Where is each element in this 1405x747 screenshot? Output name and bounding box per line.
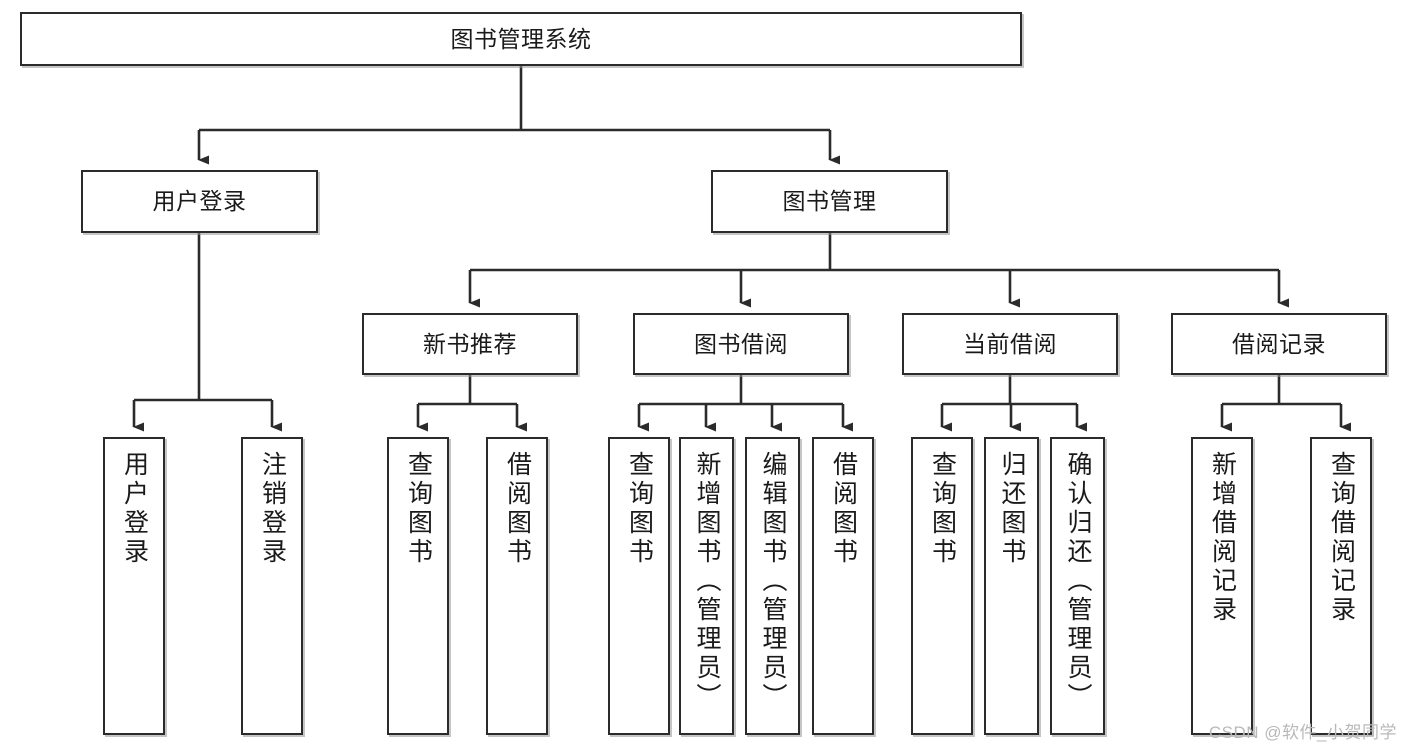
node-leaf-query-book-rec[interactable]: 查询图书 xyxy=(387,437,449,735)
node-leaf-query-record[interactable]: 查询借阅记录 xyxy=(1310,437,1372,735)
node-leaf-user-logout[interactable]: 注销登录 xyxy=(241,437,303,735)
node-leaf-borrow-book[interactable]: 借阅图书 xyxy=(812,437,874,735)
node-leaf-return-book-label: 归还图书 xyxy=(998,451,1026,567)
node-leaf-add-book[interactable]: 新增图书（管理员） xyxy=(679,437,734,735)
node-borrow-record[interactable]: 借阅记录 xyxy=(1171,313,1387,375)
csdn-watermark: CSDN @软件_小贺同学 xyxy=(1208,723,1397,742)
node-leaf-confirm-return-label: 确认归还（管理员） xyxy=(1064,451,1092,712)
node-user-login[interactable]: 用户登录 xyxy=(81,170,318,233)
node-current-borrow[interactable]: 当前借阅 xyxy=(902,313,1118,375)
node-leaf-borrow-book-label: 借阅图书 xyxy=(829,451,858,567)
node-leaf-edit-book[interactable]: 编辑图书（管理员） xyxy=(745,437,800,735)
node-book-manage[interactable]: 图书管理 xyxy=(711,170,948,233)
node-book-borrow[interactable]: 图书借阅 xyxy=(633,313,849,375)
node-leaf-confirm-return[interactable]: 确认归还（管理员） xyxy=(1050,437,1105,735)
node-leaf-edit-book-label: 编辑图书（管理员） xyxy=(759,451,787,712)
node-leaf-query-book-cur[interactable]: 查询图书 xyxy=(911,437,973,735)
node-leaf-query-book-cur-label: 查询图书 xyxy=(928,451,957,567)
node-leaf-query-book-borrow[interactable]: 查询图书 xyxy=(608,437,670,735)
node-leaf-add-book-label: 新增图书（管理员） xyxy=(693,451,721,712)
node-new-book-rec[interactable]: 新书推荐 xyxy=(362,313,578,375)
node-new-book-rec-label: 新书推荐 xyxy=(423,330,517,357)
node-user-login-label: 用户登录 xyxy=(152,188,247,215)
node-leaf-borrow-book-rec[interactable]: 借阅图书 xyxy=(486,437,548,735)
node-current-borrow-label: 当前借阅 xyxy=(963,330,1057,357)
node-leaf-add-record[interactable]: 新增借阅记录 xyxy=(1191,437,1253,735)
node-root[interactable]: 图书管理系统 xyxy=(20,12,1022,66)
node-book-manage-label: 图书管理 xyxy=(782,188,877,215)
node-leaf-query-record-label: 查询借阅记录 xyxy=(1327,451,1356,625)
node-leaf-user-login[interactable]: 用户登录 xyxy=(103,437,165,735)
node-leaf-query-book-rec-label: 查询图书 xyxy=(404,451,433,567)
node-leaf-add-record-label: 新增借阅记录 xyxy=(1208,451,1237,625)
node-leaf-user-login-label: 用户登录 xyxy=(120,451,149,567)
node-leaf-user-logout-label: 注销登录 xyxy=(258,451,287,567)
node-book-borrow-label: 图书借阅 xyxy=(694,330,788,357)
node-root-label: 图书管理系统 xyxy=(450,25,592,52)
node-leaf-return-book[interactable]: 归还图书 xyxy=(984,437,1039,735)
node-borrow-record-label: 借阅记录 xyxy=(1232,330,1326,357)
node-leaf-query-book-borrow-label: 查询图书 xyxy=(625,451,654,567)
node-leaf-borrow-book-rec-label: 借阅图书 xyxy=(503,451,532,567)
